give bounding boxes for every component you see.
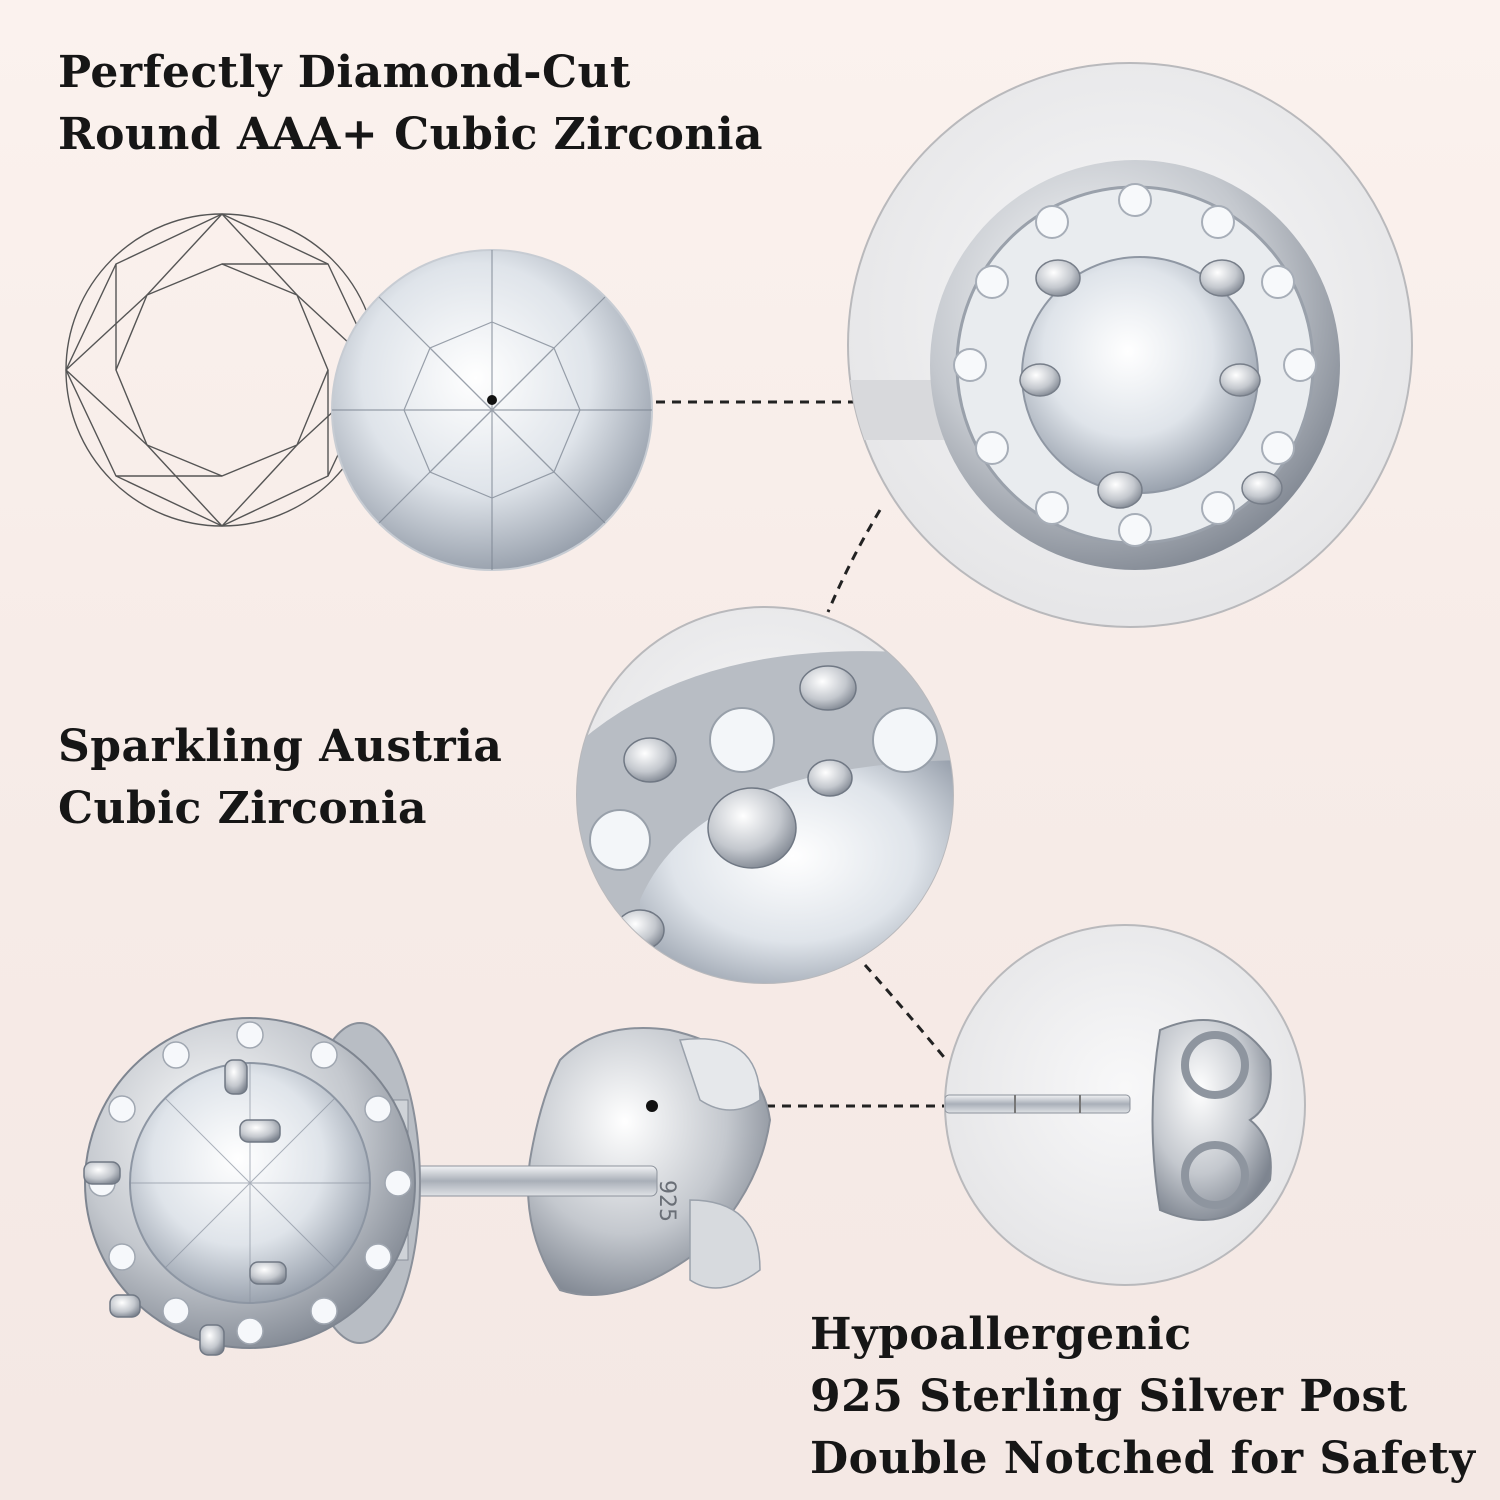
- halo-closeup-bubble: [847, 62, 1413, 628]
- heading-diamond-cut-line2: Round AAA+ Cubic Zirconia: [58, 109, 764, 160]
- connector-upper-mid: [826, 509, 882, 613]
- connector-lower-mid: [863, 964, 950, 1063]
- heading-sparkling-line1: Sparkling Austria: [58, 721, 503, 772]
- round-cut-gem: [331, 249, 653, 571]
- stamp-mark: 925: [654, 1180, 679, 1222]
- post-closeup-bubble: [944, 924, 1306, 1286]
- heading-sterling-post-line2: 925 Sterling Silver Post: [810, 1371, 1408, 1422]
- facet-diagram: [65, 213, 379, 527]
- heading-sterling-post-line3: Double Notched for Safety: [810, 1433, 1476, 1484]
- heading-sterling-post: Hypoallergenic 925 Sterling Silver Post …: [810, 1304, 1475, 1490]
- heading-diamond-cut-line1: Perfectly Diamond-Cut: [58, 47, 631, 98]
- prong-closeup-bubble: [576, 606, 954, 984]
- heading-sparkling-line2: Cubic Zirconia: [58, 783, 427, 834]
- heading-diamond-cut: Perfectly Diamond-Cut Round AAA+ Cubic Z…: [58, 42, 763, 166]
- heading-sparkling: Sparkling Austria Cubic Zirconia: [58, 716, 502, 840]
- earring-post: [394, 1165, 658, 1197]
- stud-earring: 925: [83, 1017, 772, 1356]
- heading-sterling-post-line1: Hypoallergenic: [810, 1309, 1192, 1360]
